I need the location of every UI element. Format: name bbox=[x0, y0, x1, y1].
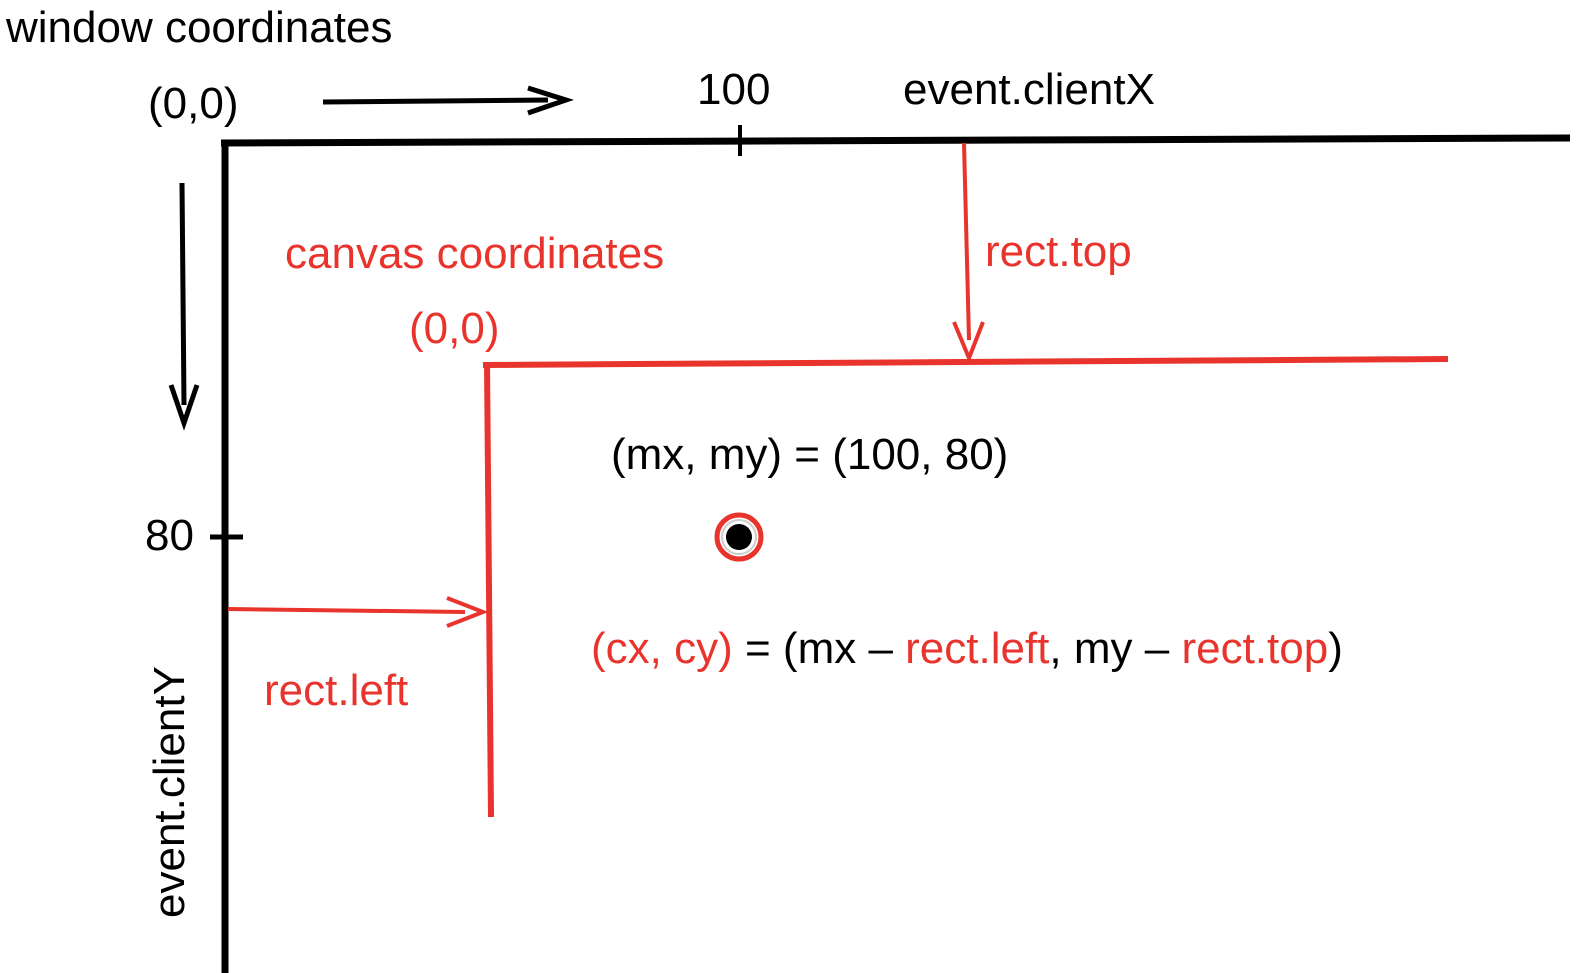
rect-top-arrow bbox=[952, 142, 985, 364]
canvas-left-edge bbox=[484, 362, 494, 818]
y-tick-label: 80 bbox=[145, 511, 194, 560]
formula-rect-left: rect.left bbox=[905, 624, 1049, 673]
rect-top-label: rect.top bbox=[985, 227, 1132, 276]
x-axis-label: event.clientX bbox=[903, 65, 1155, 114]
canvas-frame bbox=[482, 356, 1449, 818]
canvas-coordinates-title: canvas coordinates bbox=[285, 229, 664, 278]
mouse-point-ring bbox=[714, 512, 764, 562]
canvas-formula: (cx, cy) = (mx – rect.left, my – rect.to… bbox=[591, 624, 1343, 673]
mouse-point-dot bbox=[726, 524, 752, 550]
window-top-edge bbox=[220, 134, 1571, 147]
formula-end: ) bbox=[1328, 624, 1343, 673]
window-coordinates-title: window coordinates bbox=[5, 3, 392, 52]
x-tick-label: 100 bbox=[697, 65, 770, 114]
rect-left-label: rect.left bbox=[264, 666, 408, 715]
formula-eq: = (mx – bbox=[733, 624, 905, 673]
mouse-point bbox=[714, 512, 764, 562]
canvas-origin-label: (0,0) bbox=[409, 304, 499, 353]
formula-lhs: (cx, cy) bbox=[591, 624, 733, 673]
y-axis-label: event.clientY bbox=[145, 666, 194, 918]
mouse-coordinates-label: (mx, my) = (100, 80) bbox=[611, 430, 1008, 479]
canvas-top-edge bbox=[482, 356, 1449, 368]
window-frame bbox=[210, 125, 1571, 973]
formula-rect-top: rect.top bbox=[1181, 624, 1328, 673]
window-x-arrow bbox=[322, 85, 575, 116]
window-y-arrow bbox=[168, 182, 200, 431]
window-origin-label: (0,0) bbox=[148, 79, 238, 128]
rect-left-arrow bbox=[227, 596, 489, 628]
formula-mid: , my – bbox=[1049, 624, 1181, 673]
